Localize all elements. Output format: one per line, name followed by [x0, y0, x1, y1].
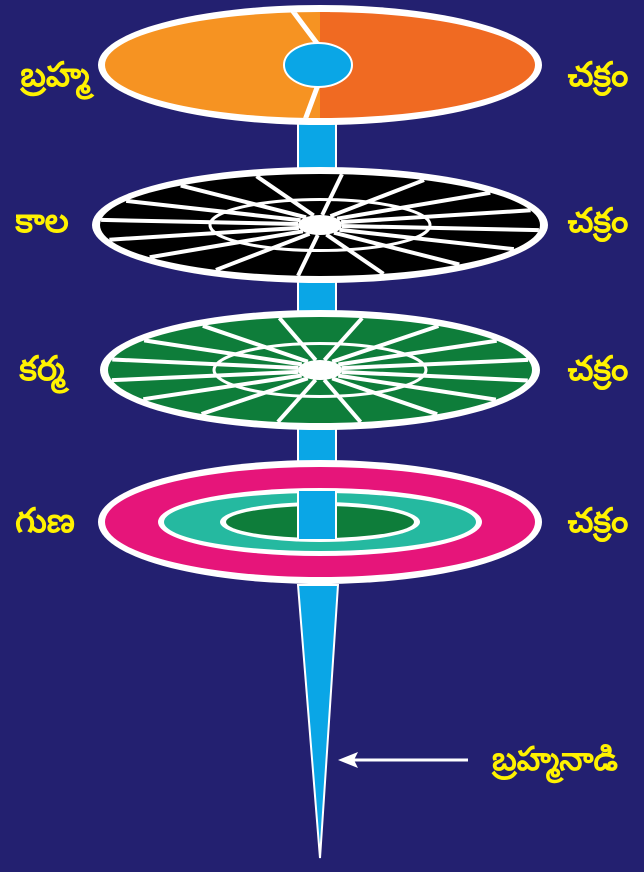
- chakra-suffix-karma: చక్రం: [568, 349, 629, 391]
- chakra-suffix-guna: చక్రం: [568, 501, 629, 543]
- axis-segment: [298, 490, 336, 540]
- kala-chakra-disc: [92, 167, 548, 283]
- chakra-suffix-kala: చక్రం: [568, 201, 629, 243]
- chakra-suffix-brahma: చక్రం: [568, 55, 629, 97]
- brahma-nadi-label: బ్రహ్మనాడి: [491, 739, 619, 784]
- guna-chakra-disc: [98, 460, 542, 584]
- chakra-name-guna: గుణ: [15, 501, 75, 541]
- chakra-name-brahma: బ్రహ్మ: [20, 55, 95, 100]
- chakra-name-kala: కాల: [14, 201, 69, 241]
- karma-chakra-disc: [100, 310, 540, 430]
- chakra-name-karma: కర్మ: [18, 349, 70, 394]
- brahma-hub: [284, 43, 352, 87]
